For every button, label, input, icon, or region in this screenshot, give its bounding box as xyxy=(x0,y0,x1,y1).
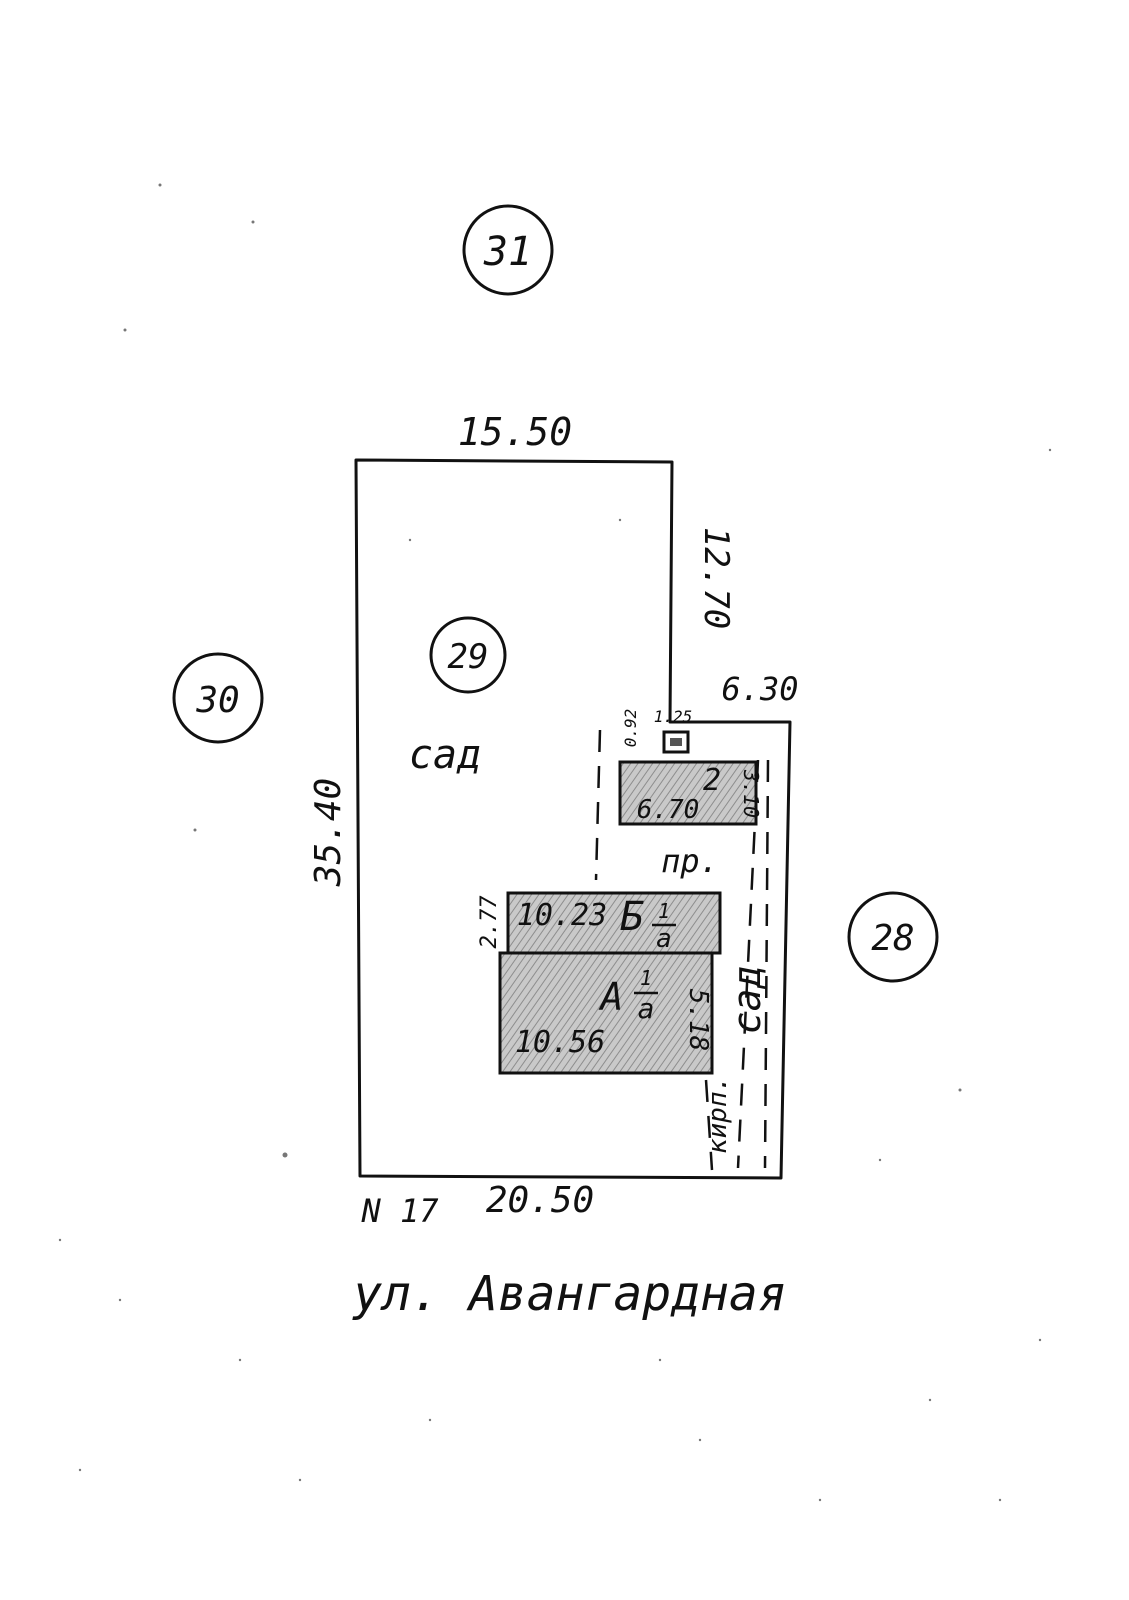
building-2 xyxy=(618,760,758,826)
plot-31-number: 31 xyxy=(483,229,532,275)
building-2-label: 2 xyxy=(703,763,721,798)
building-a xyxy=(498,951,714,1075)
building-a-fraction-num: 1 xyxy=(640,966,652,990)
plot-boundary xyxy=(354,458,792,1180)
house-number: N 17 xyxy=(360,1192,438,1230)
dim-annex-top: 6.30 xyxy=(721,670,798,708)
dashed-line-left xyxy=(594,729,602,881)
building-a-length: 10.56 xyxy=(515,1025,605,1060)
dashed-line-middle xyxy=(736,759,760,1169)
plot-28-number: 28 xyxy=(871,918,914,959)
dim-top: 15.50 xyxy=(458,410,572,454)
plot-30-number: 30 xyxy=(195,680,239,721)
passage-label: пр. xyxy=(661,842,719,880)
scan-noise xyxy=(58,183,1052,1502)
plot-29-marker: 29 xyxy=(429,616,507,694)
small-structure xyxy=(662,730,690,754)
dim-bottom: 20.50 xyxy=(486,1180,594,1221)
building-b xyxy=(506,891,722,955)
dashed-line-brick xyxy=(704,1079,714,1171)
building-b-length: 10.23 xyxy=(517,898,607,933)
plot-30-marker: 30 xyxy=(172,652,264,744)
garden-right-label: сад xyxy=(725,966,769,1035)
small-structure-fill xyxy=(670,738,682,746)
plot-31-marker: 31 xyxy=(462,204,554,296)
building-2-length: 6.70 xyxy=(637,795,700,825)
building-a-width: 5.18 xyxy=(683,989,713,1052)
building-a-fraction-den: а xyxy=(638,992,655,1025)
building-b-width: 2.77 xyxy=(477,895,502,949)
building-b-letter: Б xyxy=(620,894,644,940)
building-b-fraction-num: 1 xyxy=(658,899,670,923)
street-name: ул. Авангардная xyxy=(352,1266,786,1322)
building-a-letter: А xyxy=(599,975,624,1019)
garden-left-label: сад xyxy=(409,732,481,778)
brick-label: кирп. xyxy=(703,1076,733,1154)
building-b-fraction-den: а xyxy=(656,924,672,954)
dashed-line-right xyxy=(763,759,770,1169)
plot-29-number: 29 xyxy=(448,637,489,677)
dim-small-width: 1.25 xyxy=(654,707,693,726)
dim-left: 35.40 xyxy=(308,778,349,887)
plot-28-marker: 28 xyxy=(847,891,939,983)
building-2-width: 3.10 xyxy=(739,769,763,818)
dim-right-upper: 12.70 xyxy=(696,527,736,629)
dim-small-height: 0.92 xyxy=(621,709,640,748)
